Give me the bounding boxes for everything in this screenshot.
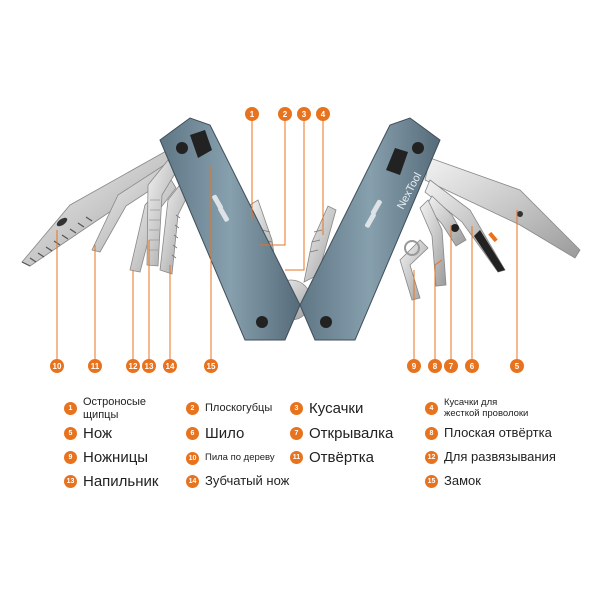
legend-item-3: 3 Кусачки (290, 400, 363, 417)
callout-badge-2: 2 (278, 107, 292, 121)
legend-item-9: 9 Ножницы (64, 449, 148, 466)
callout-badge-11: 11 (88, 359, 102, 373)
legend: 1 Остроносые щипцы 2 Плоскогубцы 3 Кусач… (0, 392, 600, 502)
legend-item-10: 10 Пила по дереву (186, 452, 275, 465)
legend-badge: 9 (64, 451, 77, 465)
legend-badge: 15 (425, 474, 438, 488)
callout-badge-6: 6 (465, 359, 479, 373)
legend-badge: 10 (186, 452, 199, 465)
legend-label: Ножницы (83, 449, 149, 466)
svg-text:2: 2 (283, 110, 288, 119)
legend-item-5: 5 Нож (64, 425, 112, 442)
svg-text:5: 5 (515, 362, 520, 371)
legend-item-2: 2 Плоскогубцы (186, 402, 272, 415)
scissors-tool (399, 239, 429, 301)
legend-item-7: 7 Открывалка (290, 425, 393, 442)
legend-item-14: 14 Зубчатый нож (186, 473, 290, 489)
legend-item-11: 11 Отвёртка (290, 449, 374, 466)
callout-badge-7: 7 (444, 359, 458, 373)
callout-badge-14: 14 (163, 359, 177, 373)
callout-badge-15: 15 (204, 359, 218, 373)
legend-item-12: 12 Для развязывания (425, 449, 556, 465)
leader-lines (56, 121, 518, 359)
flat-screwdriver (419, 199, 447, 287)
legend-label: Пила по дереву (205, 452, 275, 464)
callout-badge-5: 5 (510, 359, 524, 373)
callout-badge-8: 8 (428, 359, 442, 373)
left-handle (159, 117, 301, 341)
legend-badge: 13 (64, 475, 77, 489)
legend-badge: 12 (425, 450, 438, 464)
svg-text:15: 15 (207, 362, 216, 371)
untangle-tool (129, 177, 177, 273)
legend-label: Отвёртка (309, 449, 374, 466)
legend-badge: 3 (290, 402, 303, 416)
callout-badge-3: 3 (297, 107, 311, 121)
legend-item-8: 8 Плоская отвёртка (425, 425, 552, 441)
right-handle: NexTool (299, 117, 441, 341)
callout-badge-9: 9 (407, 359, 421, 373)
legend-label: Нож (83, 425, 113, 442)
legend-badge: 7 (290, 427, 303, 441)
multitool-diagram: NexTool 1 2 3 4 10 11 12 13 14 15 9 8 7 … (21, 107, 581, 373)
legend-label: Напильник (83, 473, 159, 490)
legend-badge: 4 (425, 402, 438, 416)
legend-item-15: 15 Замок (425, 473, 481, 489)
legend-item-4: 4 Кусачки для жесткой проволоки (425, 397, 529, 420)
svg-text:7: 7 (449, 362, 454, 371)
legend-badge: 11 (290, 451, 303, 465)
svg-text:3: 3 (302, 110, 307, 119)
legend-label: Зубчатый нож (205, 473, 290, 488)
legend-badge: 5 (64, 427, 77, 441)
bottle-opener (425, 195, 467, 247)
svg-text:6: 6 (470, 362, 475, 371)
svg-text:4: 4 (321, 110, 326, 119)
legend-label: Остроносые щипцы (83, 396, 147, 421)
legend-item-13: 13 Напильник (64, 473, 158, 490)
callout-badge-1: 1 (245, 107, 259, 121)
legend-badge: 1 (64, 402, 77, 416)
legend-badge: 2 (186, 402, 199, 415)
svg-text:14: 14 (166, 362, 175, 371)
svg-text:10: 10 (53, 362, 62, 371)
legend-label: Для развязывания (444, 449, 556, 464)
legend-badge: 6 (186, 427, 199, 441)
main-knife (424, 157, 581, 259)
callout-badge-12: 12 (126, 359, 140, 373)
legend-label: Плоская отвёртка (444, 425, 552, 440)
svg-text:11: 11 (91, 362, 100, 371)
svg-text:1: 1 (250, 110, 255, 119)
legend-badge: 14 (186, 474, 199, 488)
svg-text:8: 8 (433, 362, 438, 371)
legend-item-6: 6 Шило (186, 425, 244, 442)
callout-badge-13: 13 (142, 359, 156, 373)
legend-item-1: 1 Остроносые щипцы (64, 396, 146, 421)
legend-badge: 8 (425, 426, 438, 440)
legend-label: Открывалка (309, 425, 394, 442)
legend-label: Шило (205, 425, 245, 442)
svg-text:13: 13 (145, 362, 154, 371)
callout-badge-10: 10 (50, 359, 64, 373)
legend-label: Кусачки для жесткой проволоки (444, 397, 529, 419)
legend-label: Плоскогубцы (205, 402, 273, 415)
callout-badge-4: 4 (316, 107, 330, 121)
legend-label: Замок (444, 473, 481, 488)
svg-text:12: 12 (129, 362, 138, 371)
awl-tool (424, 179, 506, 273)
legend-label: Кусачки (309, 400, 364, 417)
svg-text:9: 9 (412, 362, 417, 371)
